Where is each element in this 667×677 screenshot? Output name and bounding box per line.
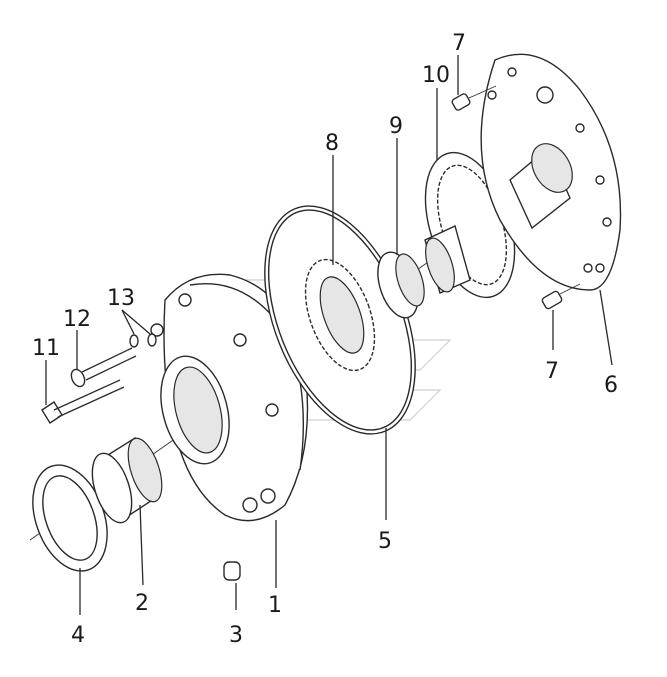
callout-2: 2: [135, 591, 149, 616]
part-11-bolt: [41, 379, 125, 424]
callout-7-lower: 7: [545, 359, 559, 384]
part-1-pump-housing: [150, 273, 309, 522]
callout-6: 6: [604, 373, 618, 398]
part-7-pin-lower: [541, 283, 581, 310]
part-7-pin-upper: [451, 85, 497, 111]
callout-13: 13: [107, 286, 135, 311]
callout-11: 11: [32, 336, 60, 361]
part-2-bushing: [91, 436, 163, 524]
part-4-seal-ring: [32, 464, 108, 572]
callout-9: 9: [389, 114, 403, 139]
callout-1: 1: [268, 593, 282, 618]
leader-lines: [45, 55, 613, 615]
callout-3: 3: [229, 623, 243, 648]
part-3-plug: [223, 561, 241, 581]
part-9-sleeve: [377, 251, 425, 319]
part-12-bolt-washer: [70, 347, 137, 388]
callout-8: 8: [325, 131, 339, 156]
part-6-flange-plate: [480, 53, 622, 291]
part-13-washers: [129, 333, 157, 348]
part-8-gear: [304, 258, 376, 372]
callout-5: 5: [378, 529, 392, 554]
callout-4: 4: [71, 623, 85, 648]
callout-7-upper: 7: [452, 31, 466, 56]
callout-10: 10: [422, 63, 450, 88]
callout-labels: 1 2 3 4 5 6 7 7 8 9 10 11 12 13: [32, 31, 618, 648]
callout-12: 12: [63, 307, 91, 332]
